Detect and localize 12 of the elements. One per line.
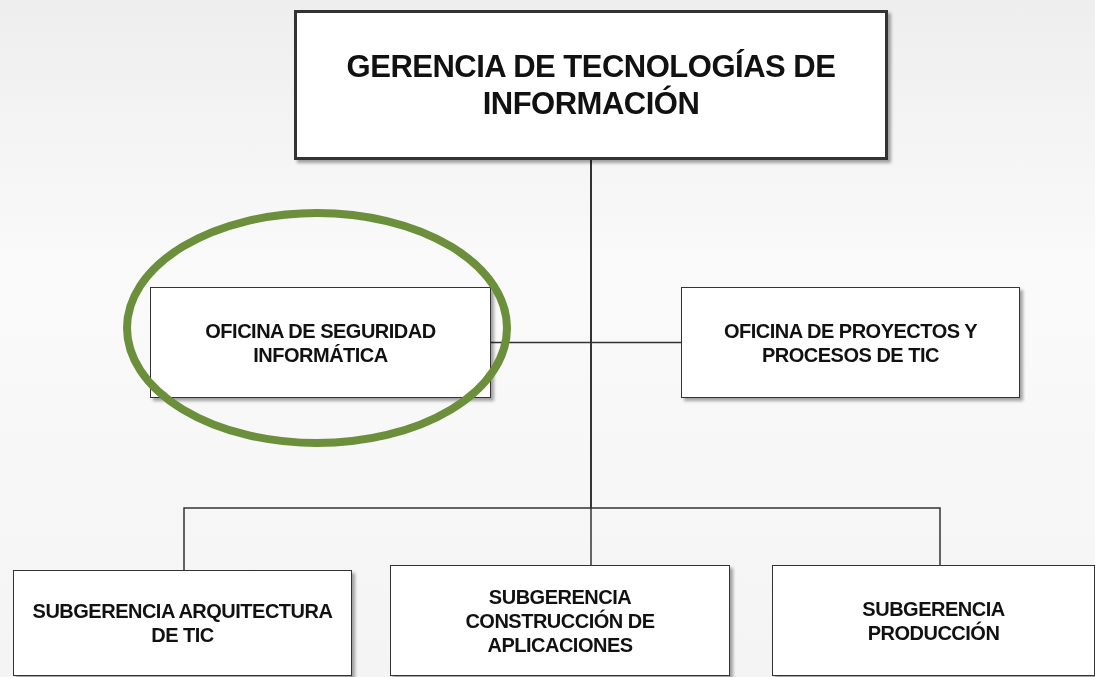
unit-name: OFICINA DE SEGURIDAD INFORMÁTICA (204, 318, 437, 367)
org-box (13, 570, 352, 676)
org-box (772, 565, 1095, 676)
org-box (150, 287, 491, 398)
unit-name: SUBGERENCIA ARQUITECTURA DE TIC (32, 599, 333, 647)
unit-name: OFICINA DE PROYECTOS Y PROCESOS DE TIC (722, 318, 979, 367)
org-box (390, 565, 730, 676)
unit-name: SUBGERENCIA PRODUCCIÓN (861, 596, 1006, 645)
unit-name: GERENCIA DE TECNOLOGÍAS DE INFORMACIÓN (345, 47, 837, 123)
org-box (294, 10, 888, 160)
org-box (681, 287, 1020, 398)
unit-name: SUBGERENCIA CONSTRUCCIÓN DE APLICACIONES (464, 584, 656, 657)
